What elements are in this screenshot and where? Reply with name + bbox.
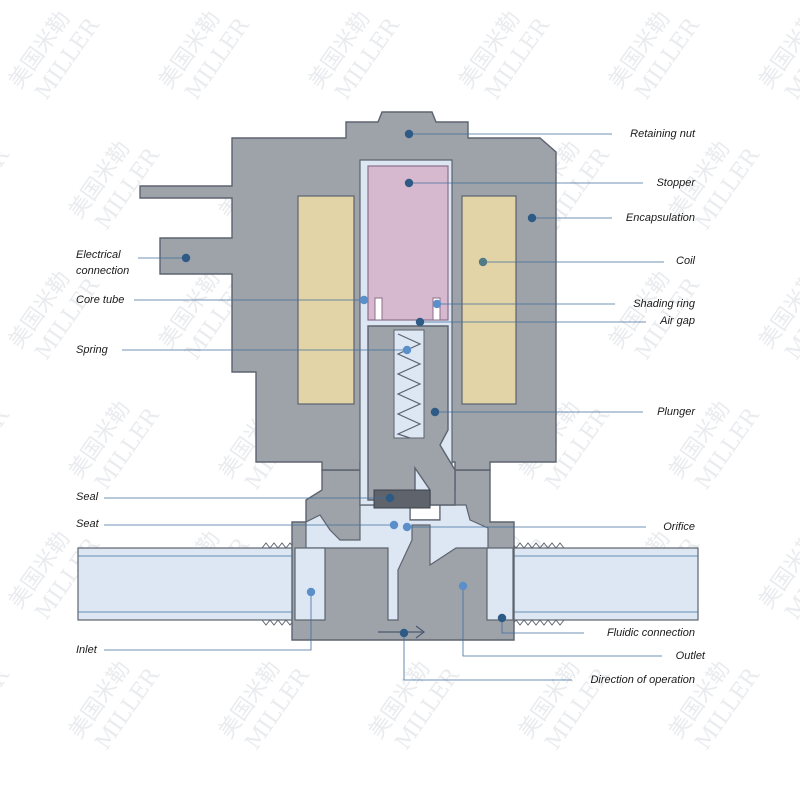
outlet-port	[486, 547, 514, 621]
dot-direction-of-operation	[399, 628, 409, 638]
leader-lines	[104, 133, 664, 681]
dot-encapsulation	[527, 213, 537, 223]
coil-right	[461, 195, 517, 405]
label-orifice: Orifice	[663, 521, 695, 533]
stopper	[367, 165, 449, 321]
watermark-text-en: MILLER	[0, 663, 15, 755]
label-shading-ring: Shading ring	[633, 298, 696, 310]
label-direction-of-operation: Direction of operation	[590, 674, 695, 686]
labels: Retaining nut Stopper Encapsulation Elec…	[76, 128, 706, 686]
spring	[396, 333, 422, 439]
dot-retaining-nut	[404, 129, 414, 139]
label-stopper: Stopper	[656, 177, 696, 189]
label-seat: Seat	[76, 518, 100, 530]
label-dots	[181, 129, 537, 638]
label-air-gap: Air gap	[659, 315, 695, 327]
label-coil: Coil	[676, 255, 696, 267]
inlet-port	[294, 547, 326, 621]
dot-spring	[402, 345, 412, 355]
valve-body	[77, 111, 699, 641]
label-plunger: Plunger	[657, 406, 696, 418]
label-retaining-nut: Retaining nut	[630, 128, 696, 140]
watermark-text-en: MILLER	[0, 143, 15, 235]
dot-outlet	[458, 581, 468, 591]
dot-stopper	[404, 178, 414, 188]
label-inlet: Inlet	[76, 644, 98, 656]
label-spring: Spring	[76, 344, 109, 356]
dot-coil	[478, 257, 488, 267]
label-electrical-connection-1: Electrical	[76, 249, 121, 261]
watermark-text-en: MILLER	[0, 403, 15, 495]
dot-orifice	[402, 522, 412, 532]
shading-ring-left	[374, 297, 383, 321]
label-seal: Seal	[76, 491, 99, 503]
valve-cavity	[305, 504, 489, 621]
label-fluidic-connection: Fluidic connection	[607, 627, 695, 639]
dot-air-gap	[415, 317, 425, 327]
dot-seal	[385, 493, 395, 503]
dot-core-tube	[359, 295, 369, 305]
dot-seat	[389, 520, 399, 530]
label-encapsulation: Encapsulation	[626, 212, 695, 224]
seal	[373, 489, 431, 509]
dot-inlet	[306, 587, 316, 597]
label-electrical-connection-2: connection	[76, 265, 129, 277]
shading-ring-right	[432, 297, 441, 321]
label-outlet: Outlet	[676, 650, 706, 662]
dot-shading-ring	[432, 299, 442, 309]
dot-electrical-connection	[181, 253, 191, 263]
dot-fluidic-connection	[497, 613, 507, 623]
dot-plunger	[430, 407, 440, 417]
label-core-tube: Core tube	[76, 294, 124, 306]
